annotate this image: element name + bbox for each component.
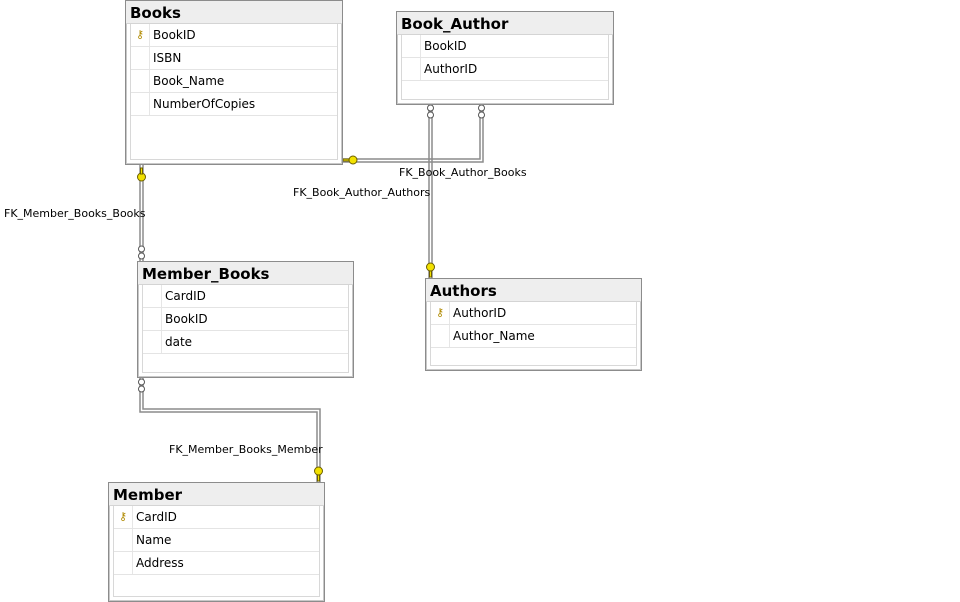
table-authors[interactable]: Authors ⚷ AuthorID Author_Name	[425, 278, 642, 371]
table-books[interactable]: Books ⚷ BookID ISBN Book_Name NumberOfCo…	[125, 0, 343, 165]
table-title[interactable]: Books	[126, 1, 342, 24]
column-name: date	[165, 335, 193, 349]
key-icon: ⚷	[435, 306, 445, 319]
fk-book-author-books-label[interactable]: FK_Book_Author_Books	[399, 166, 527, 179]
column-name: AuthorID	[453, 306, 507, 320]
column-row[interactable]: ⚷ BookID	[131, 24, 337, 47]
table-book-author[interactable]: Book_Author BookID AuthorID	[396, 11, 614, 105]
fk-member-books-member-line[interactable]	[139, 378, 321, 482]
column-name: BookID	[153, 28, 196, 42]
key-icon: ⚷	[118, 510, 128, 523]
column-name: ISBN	[153, 51, 182, 65]
column-name: CardID	[165, 289, 206, 303]
infinity-end-icon	[427, 104, 434, 119]
column-row[interactable]: ⚷ AuthorID	[431, 302, 636, 325]
column-grid: CardID BookID date	[142, 285, 349, 373]
key-end-icon	[137, 167, 146, 182]
fk-member-books-member-label[interactable]: FK_Member_Books_Member	[169, 443, 323, 456]
table-title[interactable]: Book_Author	[397, 12, 613, 35]
table-title[interactable]: Member	[109, 483, 324, 506]
column-name: BookID	[165, 312, 208, 326]
column-name: CardID	[136, 510, 177, 524]
column-row[interactable]: BookID	[143, 308, 348, 331]
column-grid: ⚷ AuthorID Author_Name	[430, 302, 637, 366]
column-name: Name	[136, 533, 172, 547]
column-row[interactable]: Book_Name	[131, 70, 337, 93]
column-row[interactable]: ISBN	[131, 47, 337, 70]
key-end-icon	[426, 262, 435, 278]
key-end-icon	[314, 466, 323, 482]
infinity-end-icon	[138, 378, 145, 393]
column-row[interactable]: ⚷ CardID	[114, 506, 319, 529]
table-member-books[interactable]: Member_Books CardID BookID date	[137, 261, 354, 378]
key-icon: ⚷	[135, 28, 145, 41]
column-row[interactable]: AuthorID	[402, 58, 608, 81]
column-name: Author_Name	[453, 329, 535, 343]
infinity-end-icon	[138, 245, 145, 260]
key-end-icon	[342, 155, 358, 165]
column-name: Address	[136, 556, 184, 570]
column-row[interactable]: Author_Name	[431, 325, 636, 348]
column-row[interactable]: Address	[114, 552, 319, 575]
column-grid: ⚷ CardID Name Address	[113, 506, 320, 597]
infinity-end-icon	[478, 104, 485, 119]
table-member[interactable]: Member ⚷ CardID Name Address	[108, 482, 325, 602]
column-grid: ⚷ BookID ISBN Book_Name NumberOfCopies	[130, 24, 338, 160]
column-row[interactable]: date	[143, 331, 348, 354]
column-name: NumberOfCopies	[153, 97, 256, 111]
column-row[interactable]: Name	[114, 529, 319, 552]
column-grid: BookID AuthorID	[401, 35, 609, 100]
column-name: BookID	[424, 39, 467, 53]
fk-book-author-books-line[interactable]	[341, 104, 484, 163]
column-row[interactable]: NumberOfCopies	[131, 93, 337, 116]
fk-book-author-authors-label[interactable]: FK_Book_Author_Authors	[293, 186, 431, 199]
column-row[interactable]: BookID	[402, 35, 608, 58]
column-name: Book_Name	[153, 74, 225, 88]
fk-member-books-books-label[interactable]: FK_Member_Books_Books	[4, 207, 146, 220]
column-row[interactable]: CardID	[143, 285, 348, 308]
column-name: AuthorID	[424, 62, 478, 76]
table-title[interactable]: Authors	[426, 279, 641, 302]
table-title[interactable]: Member_Books	[138, 262, 353, 285]
